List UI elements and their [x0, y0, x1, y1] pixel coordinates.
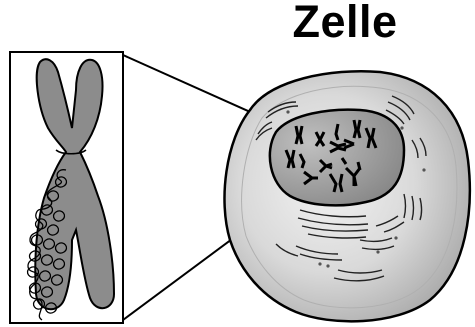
nucleus-icon [270, 110, 404, 206]
